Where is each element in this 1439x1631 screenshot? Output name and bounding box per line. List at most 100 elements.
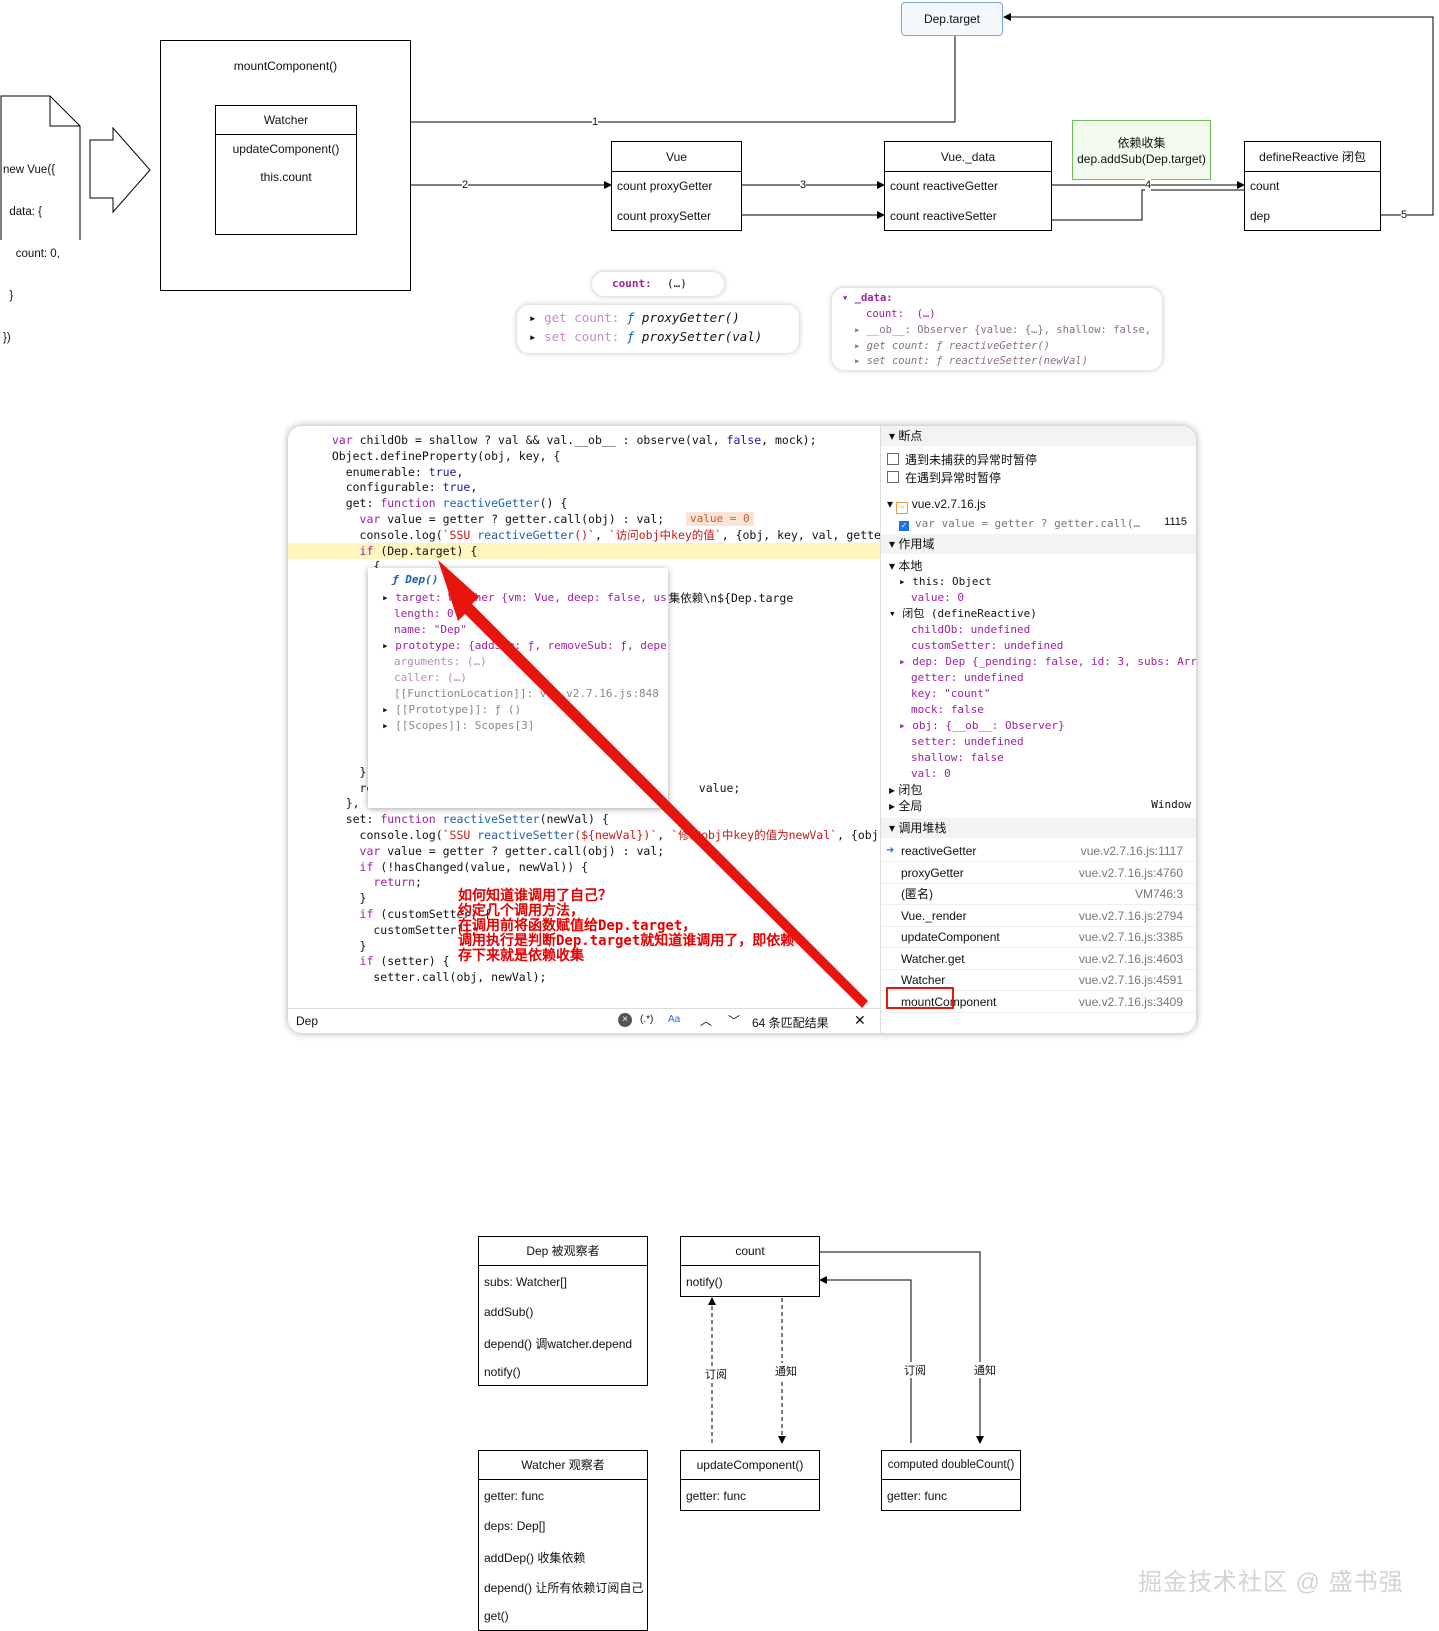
checkbox-icon[interactable] — [887, 453, 899, 465]
code-editor: var childOb = shallow ? val && val.__ob_… — [288, 426, 880, 1008]
js-file-icon: ‹› — [896, 502, 909, 514]
bp-num: 1115 — [1164, 516, 1187, 528]
stack-frame-name: mountComponent — [901, 994, 997, 1009]
define-reactive-title: defineReactive 闭包 — [1245, 142, 1380, 172]
mount-component-box: mountComponent() — [160, 40, 411, 291]
code-line: var childOb = shallow ? val && val.__ob_… — [331, 433, 817, 447]
code-line: } — [318, 764, 367, 779]
dep-popup: ƒ Dep() ▸ target: Watcher {vm: Vue, deep… — [368, 568, 668, 808]
count-snippet: count: (…) — [592, 272, 724, 296]
stack-frame-location: vue.v2.7.16.js:3409 — [1078, 994, 1183, 1009]
next-match-icon[interactable]: ﹀ — [728, 1014, 741, 1028]
edge-label-3: 3 — [800, 179, 807, 191]
vue-data-getter: count reactiveGetter — [890, 179, 999, 193]
checkbox-checked-icon[interactable]: ✓ — [899, 521, 909, 531]
stack-frame-name: updateComponent — [901, 930, 1000, 944]
data-row: count: (…) — [866, 308, 936, 320]
regex-toggle[interactable]: (.*) — [640, 1014, 654, 1025]
data-snippet: ▾ _data: count: (…) ▸ __ob__: Observer {… — [832, 288, 1162, 370]
update-row: getter: func — [686, 1489, 747, 1503]
callstack-header[interactable]: ▾ 调用堆栈 — [881, 818, 1196, 838]
proxy-set-row: ▸ set count: ƒ proxySetter(val) — [529, 329, 763, 344]
dep-class-box: Dep 被观察者 subs: Watcher[] addSub() depend… — [478, 1236, 648, 1386]
code-line: setter.call(obj, newVal); — [318, 970, 547, 985]
watcher-count: this.count — [260, 170, 312, 184]
scope-header[interactable]: ▾ 作用域 — [881, 534, 1196, 554]
close-search-icon[interactable]: ✕ — [854, 1012, 866, 1028]
scope-this[interactable]: ▸ this: Object — [899, 575, 992, 588]
dep-target-node: Dep.target — [901, 2, 1003, 36]
newvue-code: new Vue({ data: { count: 0, } }) — [3, 135, 60, 359]
code-line: { — [318, 559, 381, 574]
match-count: 64 条匹配结果 — [752, 1016, 829, 1030]
code-line: console.log(`SSU reactiveGetter()`, `访问o… — [318, 527, 880, 542]
prev-match-icon[interactable]: ︿ — [700, 1014, 713, 1028]
newvue-line: new Vue({ — [3, 164, 55, 176]
bp-file[interactable]: ▾ ‹› vue.v2.7.16.js — [881, 494, 1196, 514]
edge-label-5: 5 — [1401, 209, 1408, 221]
scope-global-value: Window — [1151, 798, 1191, 811]
stack-frame-name: proxyGetter — [901, 865, 964, 880]
mount-component-title: mountComponent() — [233, 59, 338, 73]
code-line: Object.defineProperty(obj, key, { — [318, 448, 561, 463]
stack-frame[interactable]: (匿名)VM746:3 — [881, 883, 1196, 905]
stack-frame-name: Vue._render — [901, 908, 967, 923]
checkbox-icon[interactable] — [887, 471, 899, 483]
count-row: notify() — [686, 1275, 723, 1289]
bp-line[interactable]: ✓var value = getter ? getter.call(… — [881, 514, 1196, 534]
code-line: configurable: true, — [318, 480, 478, 495]
code-line: if (!hasChanged(value, newVal)) { — [359, 859, 589, 874]
vue-data-box: Vue._data count reactiveGetter count rea… — [884, 141, 1052, 231]
search-query[interactable]: Dep — [296, 1014, 319, 1028]
collect-line1: 依赖收集 — [1117, 136, 1166, 150]
scope-global[interactable]: ▸ 全局 — [889, 799, 923, 813]
newvue-line: count: 0, — [3, 248, 60, 260]
define-reactive-count: count — [1250, 179, 1280, 193]
closure-var: getter: undefined — [911, 671, 1024, 684]
popup-row[interactable]: ▸ [[Prototype]]: ƒ () — [382, 703, 522, 716]
clear-search-icon[interactable]: × — [618, 1013, 632, 1027]
closure-var: setter: undefined — [911, 735, 1024, 748]
edge-label-4: 4 — [1145, 179, 1152, 191]
closure-var[interactable]: ▸ dep: Dep {_pending: false, id: 3, subs… — [899, 655, 1196, 668]
popup-row[interactable]: [[FunctionLocation]]: vue.v2.7.16.js:848 — [394, 687, 659, 700]
dep-class-row: notify() — [484, 1365, 521, 1379]
scope-closure2[interactable]: ▸ 闭包 — [889, 783, 923, 797]
dep-class-title: Dep 被观察者 — [479, 1237, 647, 1266]
notify-label: 通知 — [775, 1363, 797, 1379]
case-toggle[interactable]: Aa — [668, 1014, 681, 1025]
annotation-line: 存下来就是依赖收集 — [458, 948, 584, 964]
watermark: 掘金技术社区 @ 盛书强 — [1138, 1569, 1404, 1596]
scope-value: value: 0 — [911, 591, 964, 604]
vue-data-setter: count reactiveSetter — [890, 209, 997, 223]
count-title: count — [681, 1237, 819, 1266]
scope-closure[interactable]: ▾ 闭包 (defineReactive) — [889, 607, 1037, 620]
stack-frame-location: vue.v2.7.16.js:2794 — [1078, 908, 1183, 923]
breakpoints-header[interactable]: ▾ 断点 — [881, 426, 1196, 446]
watcher-class-box: Watcher 观察者 getter: func deps: Dep[] add… — [478, 1450, 648, 1631]
pause-uncaught[interactable]: 遇到未捕获的异常时暂停 — [881, 450, 1196, 470]
popup-row[interactable]: ▸ prototype: {addSub: ƒ, removeSub: ƒ, d… — [382, 639, 667, 652]
code-line: get: function reactiveGetter() { — [318, 496, 568, 511]
pause-caught[interactable]: 在遇到异常时暂停 — [881, 468, 1196, 488]
define-reactive-box: defineReactive 闭包 count dep — [1244, 141, 1381, 231]
count-val: (…) — [667, 277, 687, 290]
stack-frame[interactable]: Vue._render vue.v2.7.16.js:2794 — [881, 905, 1196, 927]
search-bar[interactable]: Dep × (.*) Aa ︿ ﹀ 64 条匹配结果 ✕ — [288, 1008, 880, 1033]
computed-box: computed doubleCount() getter: func — [881, 1450, 1021, 1511]
stack-frame[interactable]: mountComponent vue.v2.7.16.js:3409 — [881, 991, 1196, 1013]
popup-row[interactable]: ▸ target: Watcher {vm: Vue, deep: false,… — [382, 591, 667, 604]
closure-var: val: 0 — [911, 767, 951, 780]
scope-local[interactable]: ▾ 本地 — [889, 559, 923, 573]
code-line: } — [318, 891, 367, 906]
closure-var[interactable]: ▸ obj: {__ob__: Observer} — [899, 719, 1065, 732]
dep-class-row: addSub() — [484, 1305, 534, 1319]
edge-label-2: 2 — [462, 179, 469, 191]
popup-row[interactable]: ▸ [[Scopes]]: Scopes[3] — [382, 719, 535, 732]
data-row: ▸ get count: ƒ reactiveGetter() — [854, 340, 1050, 352]
